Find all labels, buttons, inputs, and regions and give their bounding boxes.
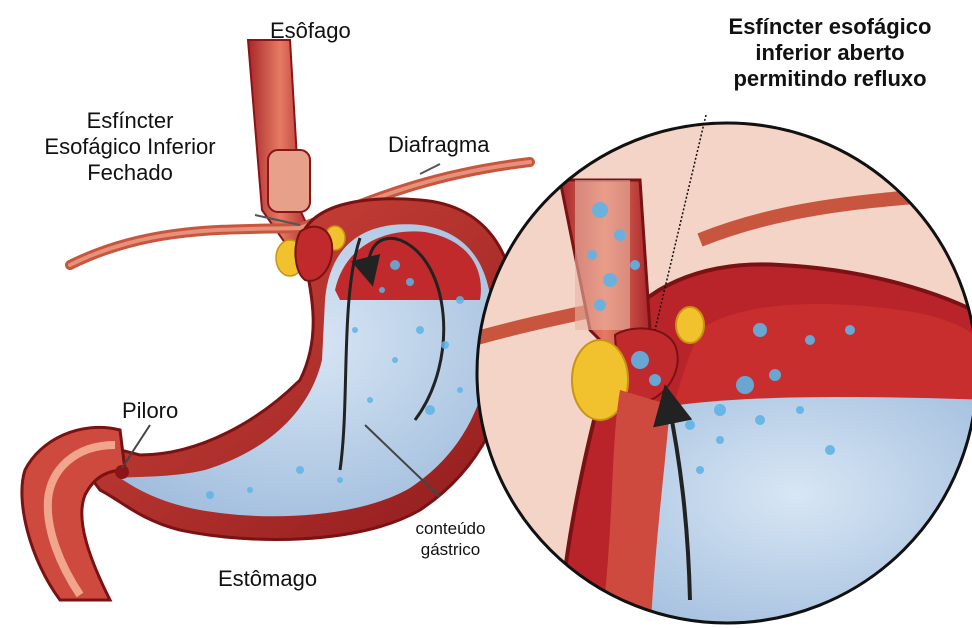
label-esfincter-aberto: Esfíncter esofágico inferior aberto perm… (705, 14, 955, 92)
magnified-view (470, 115, 972, 628)
label-esfincter-fechado: Esfíncter Esofágico Inferior Fechado (20, 108, 240, 186)
pointer-diafragma (420, 164, 440, 174)
esophagus-tube (248, 40, 312, 250)
label-piloro: Piloro (122, 398, 178, 424)
esophagus-opening (268, 150, 310, 212)
label-esofago: Esôfago (270, 18, 351, 44)
label-estomago: Estômago (218, 566, 317, 592)
label-diafragma: Diafragma (388, 132, 489, 158)
label-conteudo-gastrico: conteúdo gástrico (398, 518, 503, 560)
